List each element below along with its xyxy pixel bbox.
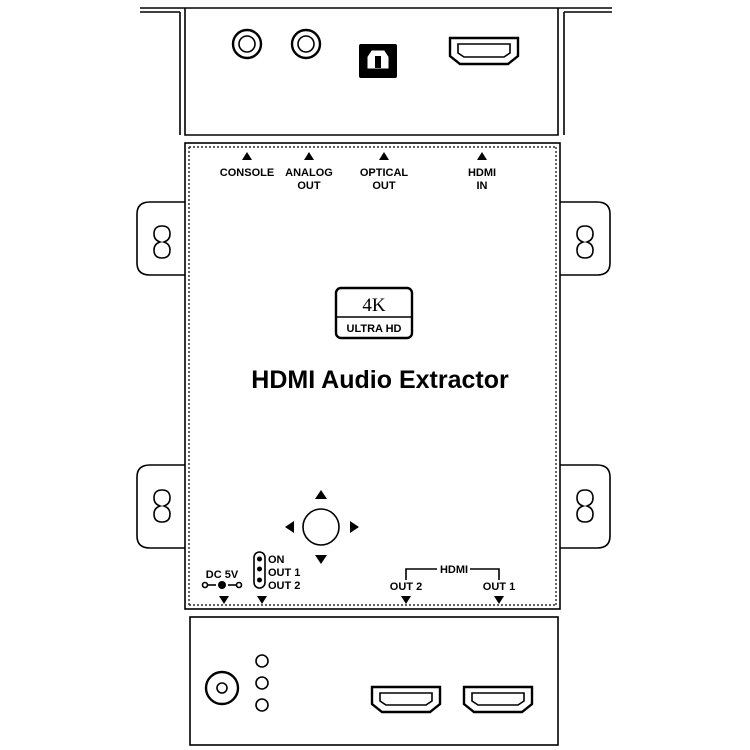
nav-left-arrow-icon [285,521,294,533]
dc-polarity-icon [201,581,243,589]
nav-down-arrow-icon [315,555,327,564]
main-body: CONSOLE ANALOG OUT OPTICAL OUT HDMI IN 4… [184,142,561,610]
hdmi-out2-port [370,685,442,714]
mounting-ear-bottom-left [136,464,185,549]
hdmi-in-label-line1: HDMI [468,167,496,179]
dc-power-jack [204,670,240,706]
hdmi-group-label: HDMI [440,564,468,576]
hdmi-in-up-arrow [477,152,487,160]
bottom-panel-outline [189,616,559,746]
optical-out-port [359,44,397,78]
optical-up-arrow [379,152,389,160]
led-out2 [255,698,269,712]
device-title: HDMI Audio Extractor [251,366,509,394]
hdmi-in-port [448,36,520,66]
hdmi-out1-port [462,685,534,714]
analog-out-jack-port [290,28,322,60]
switch-out2-label: OUT 2 [268,580,300,592]
logo-4k-text: 4K [362,295,386,316]
hdmi-out1-down-arrow [494,596,504,604]
mounting-ear-top-left [136,201,185,276]
switch-on-label: ON [268,554,285,566]
main-body-outline [184,142,561,610]
dc-5v-label: DC 5V [206,569,239,581]
bottom-front-panel [189,616,559,746]
nav-right-arrow-icon [350,521,359,533]
switch-down-arrow [257,596,267,604]
led-out1 [255,676,269,690]
optical-label-line2: OUT [372,180,396,192]
top-rear-panel [140,7,612,136]
4k-ultra-hd-logo: 4K ULTRA HD [334,286,414,340]
switch-out1-label: OUT 1 [268,567,300,579]
hdmi-out2-label: OUT 2 [390,581,422,593]
mounting-ears [136,201,611,549]
hdmi-out1-label: OUT 1 [483,581,515,593]
hdmi-in-label-line2: IN [477,180,488,192]
optical-label-line1: OPTICAL [360,167,409,179]
mounting-ear-top-right [560,201,611,276]
analog-label-line2: OUT [297,180,321,192]
top-panel-outline [140,7,612,136]
mode-switch [253,551,266,589]
led-on [255,654,269,668]
analog-up-arrow [304,152,314,160]
dc-down-arrow [219,596,229,604]
hdmi-out-bracket [405,568,500,580]
logo-ultra-hd-text: ULTRA HD [347,323,402,335]
analog-label-line1: ANALOG [285,167,333,179]
console-up-arrow [242,152,252,160]
mounting-ear-bottom-right [560,464,611,549]
console-label: CONSOLE [220,167,274,179]
nav-up-arrow-icon [315,490,327,499]
navigation-button [285,490,359,564]
console-jack-port [231,28,263,60]
center-button [302,508,340,546]
hdmi-out2-down-arrow [401,596,411,604]
